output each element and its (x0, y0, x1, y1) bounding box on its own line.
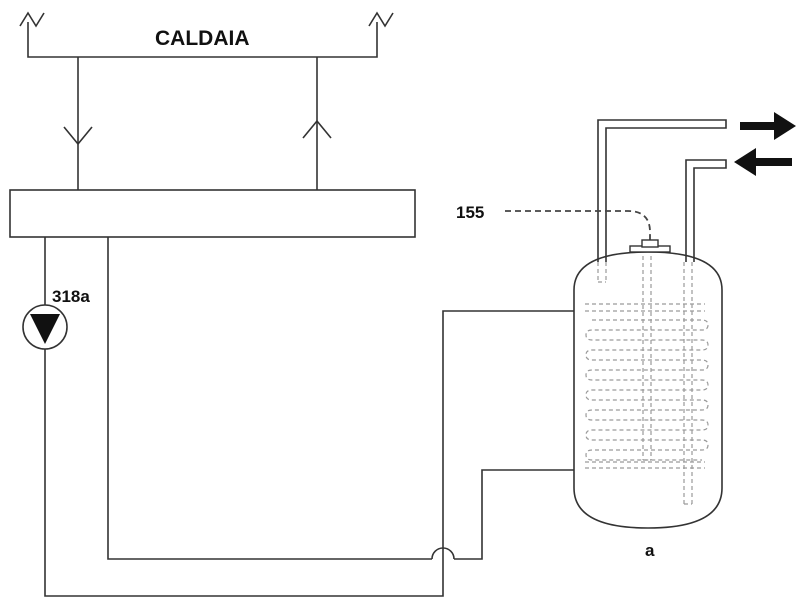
pump-label: 318a (52, 287, 90, 306)
air-vent-icon (368, 11, 394, 28)
tank-label: a (645, 541, 655, 560)
chevron-down-icon (63, 126, 93, 146)
pump-outlet-pipe (44, 310, 574, 597)
cold-water-inlet-pipe (685, 159, 727, 262)
heat-exchanger-coil (585, 303, 709, 469)
arrow-left-icon (734, 148, 792, 176)
manifold (9, 189, 416, 238)
coil-return-pipe-tank-side (454, 469, 574, 560)
hot-water-tank (573, 251, 723, 529)
arrow-right-icon (740, 112, 796, 140)
boiler-label: CALDAIA (155, 27, 250, 50)
sensor-lead-line (505, 210, 651, 250)
boiler-header-line (27, 22, 378, 58)
sensor-fitting-icon (629, 239, 671, 253)
pipe-crossover (431, 547, 455, 560)
pump-symbol-icon (22, 304, 68, 350)
hot-water-outlet-pipe (597, 119, 727, 262)
coil-return-pipe (107, 237, 432, 560)
internal-dip-tubes (597, 256, 693, 505)
chevron-up-icon (302, 119, 332, 139)
air-vent-icon (19, 11, 45, 28)
sensor-label: 155 (456, 203, 485, 222)
